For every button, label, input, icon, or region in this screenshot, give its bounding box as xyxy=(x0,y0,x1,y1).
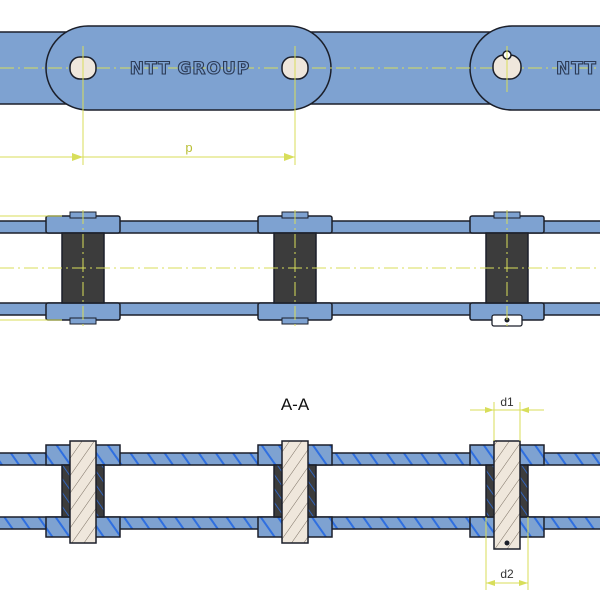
side-view xyxy=(0,210,600,327)
pitch-arrow-left xyxy=(72,153,83,161)
d2-label: d2 xyxy=(500,567,514,581)
section-title: A-A xyxy=(281,395,310,414)
section-joint-2 xyxy=(257,440,333,544)
d1-label: d1 xyxy=(500,395,514,409)
cotter-hole-icon xyxy=(504,540,510,546)
brand-text-cut: NTT xyxy=(556,59,597,79)
section-view: A-A d1 xyxy=(0,395,600,590)
pitch-arrow-right xyxy=(284,153,295,161)
brand-text: NTT GROUP xyxy=(130,59,251,79)
pitch-label: p xyxy=(185,140,192,155)
section-joint-3 xyxy=(469,440,545,550)
section-joint-1 xyxy=(45,440,121,544)
top-view: NTT GROUP NTT p xyxy=(0,25,600,165)
